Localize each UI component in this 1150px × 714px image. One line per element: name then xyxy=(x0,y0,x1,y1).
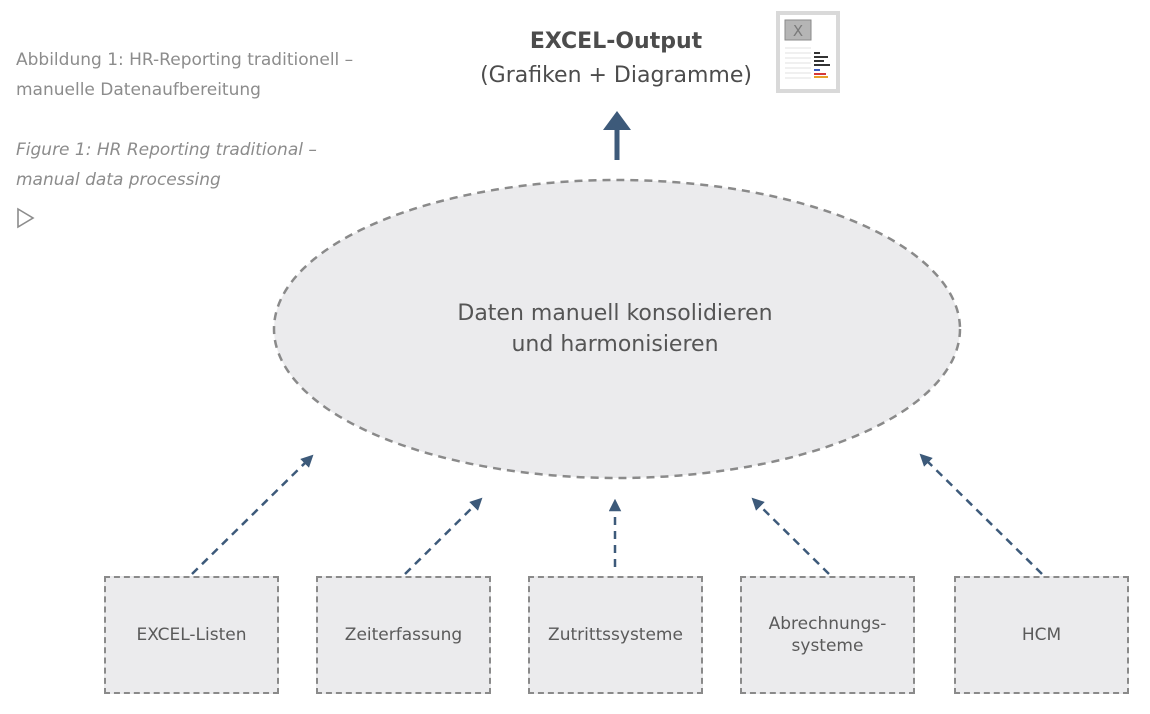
process-label-line-2: und harmonisieren xyxy=(511,332,719,357)
caption-german-line-1: Abbildung 1: HR-Reporting traditionell – xyxy=(16,50,354,70)
source-label: HCM xyxy=(1021,625,1062,645)
source-zutrittssysteme: Zutrittssysteme xyxy=(528,576,703,694)
process-label-line-1: Daten manuell konsolidieren xyxy=(457,301,773,326)
source-label-2: systeme xyxy=(791,636,864,656)
caption-german: Abbildung 1: HR-Reporting traditionell –… xyxy=(16,45,353,105)
play-icon[interactable] xyxy=(16,207,36,229)
caption-english: Figure 1: HR Reporting traditional – man… xyxy=(16,135,317,195)
source-label: Zeiterfassung xyxy=(344,625,463,645)
arrow-zeiterfassung xyxy=(404,497,483,575)
arrow-excel-listen xyxy=(191,454,314,575)
source-zeiterfassung: Zeiterfassung xyxy=(316,576,491,694)
excel-output-heading: EXCEL-Output xyxy=(529,29,703,54)
source-label: Zutrittssysteme xyxy=(548,625,683,645)
excel-output-title: EXCEL-Output (Grafiken + Diagramme) xyxy=(480,26,752,94)
output-arrow xyxy=(603,111,631,160)
excel-letter-x: X xyxy=(793,22,803,40)
arrow-abrechnungssysteme xyxy=(751,497,830,575)
caption-german-line-2: manuelle Datenaufbereitung xyxy=(16,80,261,100)
excel-document-icon: X xyxy=(776,11,840,93)
source-hcm: HCM xyxy=(954,576,1129,694)
caption-english-line-2: manual data processing xyxy=(16,170,221,190)
caption-english-line-1: Figure 1: HR Reporting traditional – xyxy=(16,140,317,160)
source-excel-listen: EXCEL-Listen xyxy=(104,576,279,694)
excel-output-subtitle: (Grafiken + Diagramme) xyxy=(480,63,752,88)
source-abrechnungssysteme: Abrechnungs- systeme xyxy=(740,576,915,694)
process-label: Daten manuell konsolidieren und harmonis… xyxy=(400,298,830,360)
source-label: EXCEL-Listen xyxy=(136,625,247,645)
source-label: Abrechnungs- xyxy=(768,614,887,634)
arrow-hcm xyxy=(919,453,1043,575)
process-ellipse xyxy=(272,178,962,480)
